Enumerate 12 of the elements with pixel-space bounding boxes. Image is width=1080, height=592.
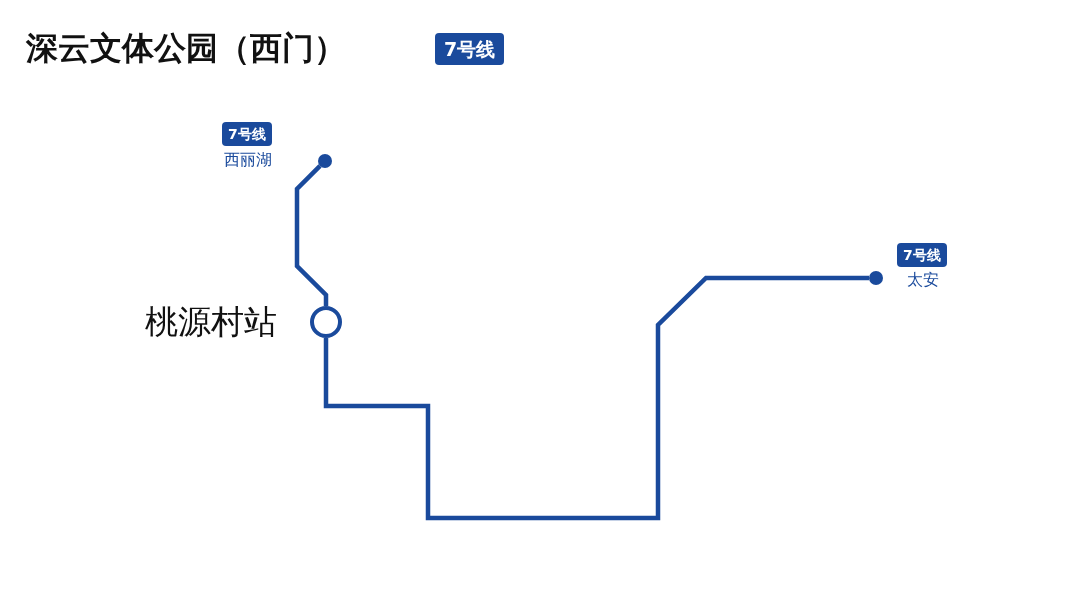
station-name: 桃源村站 bbox=[145, 301, 277, 343]
line-badge: 7号线 bbox=[897, 243, 947, 267]
station-name: 西丽湖 bbox=[224, 150, 272, 170]
route-line bbox=[294, 164, 329, 306]
title-text: 深云文体公园（西门） bbox=[26, 28, 346, 69]
line-badge: 7号线 bbox=[435, 33, 505, 65]
station-name: 太安 bbox=[907, 270, 939, 290]
line-badge: 7号线 bbox=[222, 122, 272, 146]
transfer-station-ring bbox=[310, 306, 342, 338]
station-dot bbox=[869, 271, 883, 285]
route-line bbox=[323, 275, 869, 521]
station-dot bbox=[318, 154, 332, 168]
